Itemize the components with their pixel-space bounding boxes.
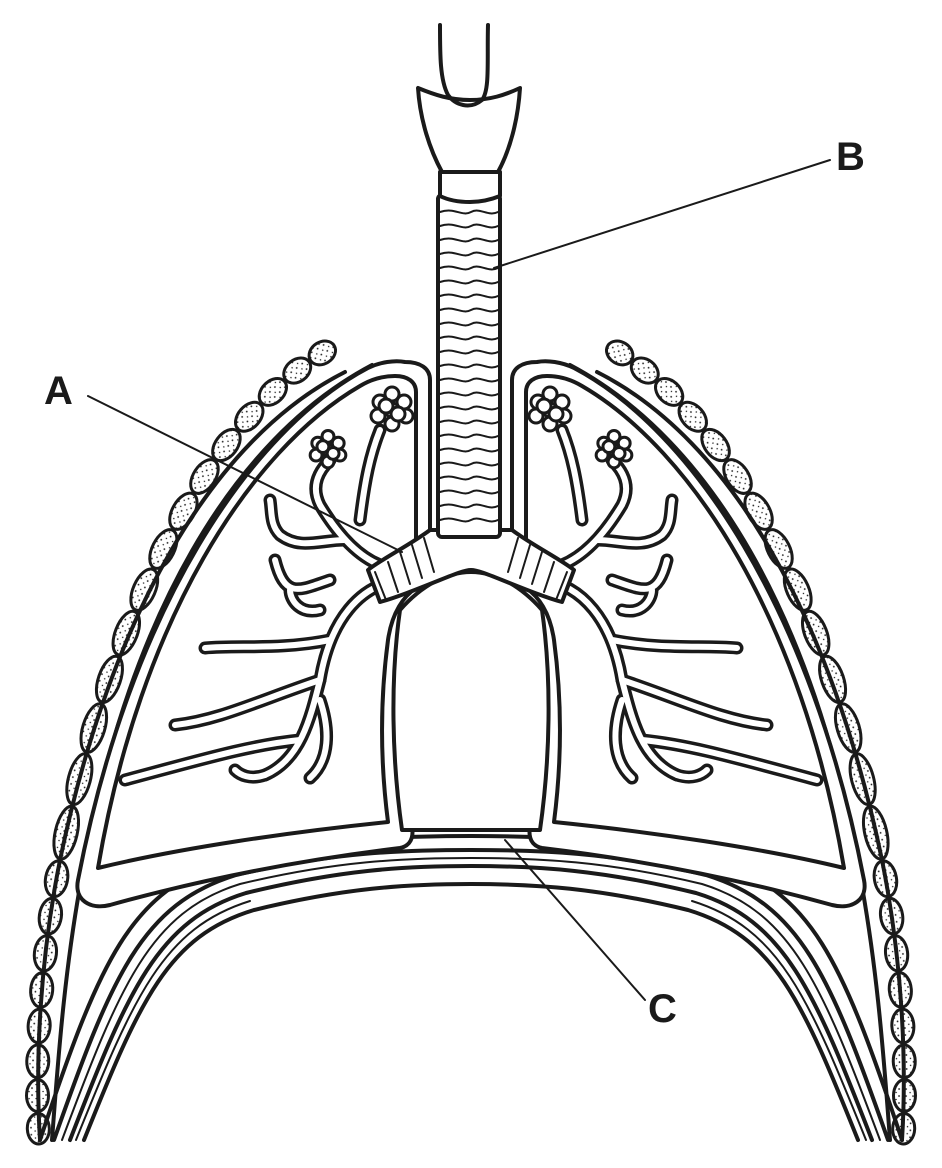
rib-segment (677, 400, 708, 433)
rib-segment (129, 567, 160, 612)
trachea-ring (439, 223, 499, 229)
alveolus (377, 397, 395, 415)
rib-segment (148, 528, 179, 570)
alveolus (547, 405, 565, 423)
bronchus-ring (387, 561, 399, 593)
trachea-ring (439, 335, 499, 341)
bronchus-ring (531, 551, 543, 585)
trachea-ring (439, 349, 499, 355)
rib-segment (282, 356, 313, 385)
leader-line-b (493, 159, 831, 269)
alveolus (315, 439, 331, 455)
rib-segment (722, 458, 753, 495)
leader-lines (87, 159, 831, 1001)
trachea-ring (439, 447, 499, 453)
leader-line-c (504, 839, 646, 1001)
rib-segment (189, 458, 220, 495)
trachea-ring (439, 377, 499, 383)
rib-segment (654, 376, 685, 407)
alveolus (325, 445, 341, 461)
rib-segment (782, 567, 813, 612)
trachea-ring (439, 391, 499, 397)
label-b: B (836, 135, 865, 179)
bronchus-ring (411, 544, 423, 579)
rib-segment (234, 400, 265, 433)
trachea (436, 193, 502, 539)
bronchus-ring (519, 544, 531, 579)
rib-segment (257, 376, 288, 407)
alveolus (389, 405, 407, 423)
diaphragm (38, 834, 904, 1142)
alveoli-cluster (527, 385, 573, 433)
rib-segment (700, 427, 731, 463)
trachea-ring (439, 461, 499, 467)
mediastinum (391, 570, 551, 832)
alveoli-cluster (594, 428, 634, 470)
trachea-ring (439, 503, 499, 509)
bronchus-ring (374, 571, 387, 601)
alveolus (611, 445, 627, 461)
bronchus-ring (399, 551, 411, 585)
bronchial-tree-right (535, 423, 824, 787)
trachea-ring (439, 251, 499, 257)
trachea-ring (439, 405, 499, 411)
main-bronchi (366, 528, 576, 604)
trachea-ring (439, 237, 499, 243)
trachea-ring (439, 489, 499, 495)
bronchus-ring (543, 561, 555, 593)
alveolus (601, 439, 617, 455)
trachea-ring (439, 433, 499, 439)
rib-segment (763, 528, 794, 570)
rib-segment (629, 356, 660, 385)
trachea-ring (439, 307, 499, 313)
label-a: A (44, 369, 73, 413)
bronchial-tree-left (118, 423, 407, 787)
alveoli-cluster (369, 385, 415, 433)
alveolus (535, 397, 553, 415)
trachea-ring (439, 293, 499, 299)
trachea-ring (439, 209, 499, 215)
leader-line-a (87, 395, 403, 553)
alveoli-cluster (308, 428, 348, 470)
rib-segment (307, 339, 338, 367)
trachea-ring (439, 363, 499, 369)
bronchus-ring (555, 571, 568, 601)
trachea-ring (439, 279, 499, 285)
trachea-ring (439, 475, 499, 481)
alveoli-clusters (308, 385, 634, 470)
trachea-ring (439, 265, 499, 271)
trachea-ring (439, 321, 499, 327)
bronchus-ring (507, 537, 519, 573)
label-c: C (648, 987, 677, 1031)
larynx (416, 23, 522, 204)
bronchus-ring (423, 537, 435, 573)
trachea-ring (439, 517, 499, 523)
trachea-ring (439, 419, 499, 425)
rib-segment (604, 339, 635, 367)
